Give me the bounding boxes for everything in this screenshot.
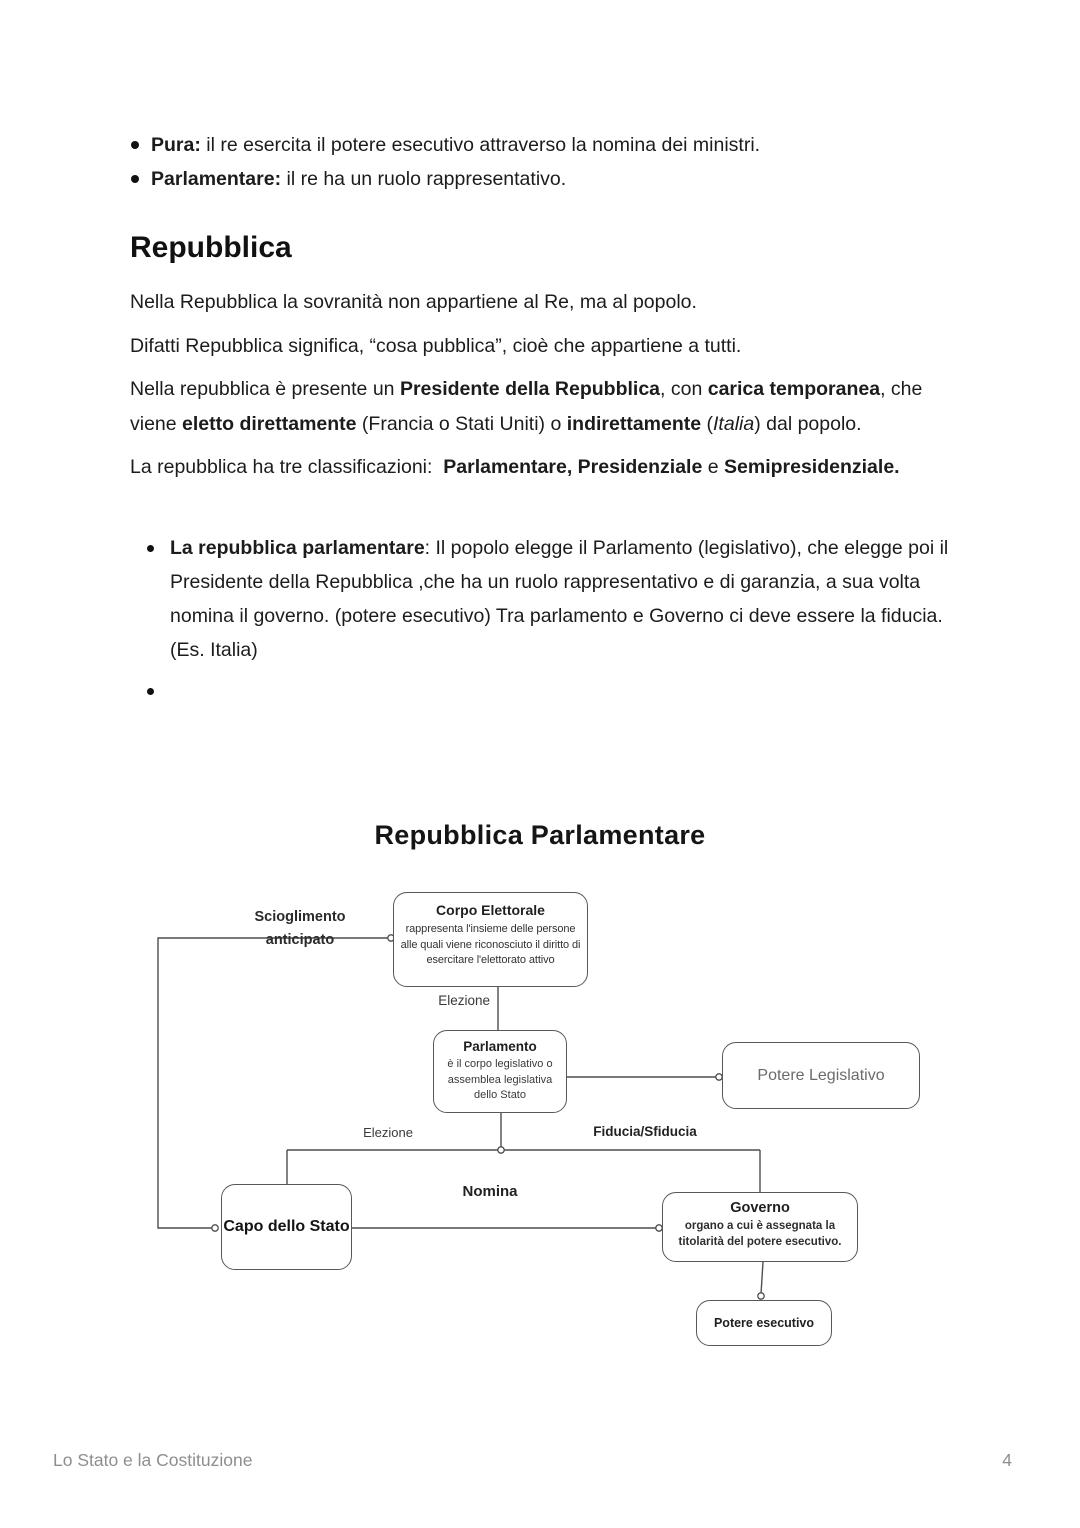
paragraph: Difatti Repubblica significa, “cosa pubb… <box>130 334 742 357</box>
bullet-icon <box>147 687 154 695</box>
node-title: Parlamento <box>463 1039 537 1054</box>
list-item: Pura: il re esercita il potere esecutivo… <box>130 128 954 162</box>
node-potere-legislativo: Potere Legislativo <box>722 1042 920 1109</box>
paragraph: Nella repubblica è presente un President… <box>130 378 928 435</box>
paragraph: La repubblica ha tre classificazioni: Pa… <box>130 456 900 478</box>
node-title: Capo dello Stato <box>223 1218 350 1235</box>
bullet-icon <box>131 141 139 149</box>
connector-dot-icon <box>757 1292 765 1300</box>
sub-bullet-list: La repubblica parlamentare: Il popolo el… <box>130 531 954 708</box>
diagram-title: Repubblica Parlamentare <box>374 820 706 850</box>
list-item <box>147 674 954 708</box>
paragraph: Nella Repubblica la sovranità non appart… <box>130 291 697 313</box>
node-title: Governo <box>730 1200 790 1216</box>
list-item: La repubblica parlamentare: Il popolo el… <box>147 531 954 667</box>
bullet-icon <box>147 544 154 552</box>
edge-potere-esecutivo-line <box>760 1261 764 1295</box>
connector-dot-icon <box>497 1146 505 1154</box>
edge-label-nomina: Nomina <box>462 1183 518 1200</box>
footer-document-title: Lo Stato e la Costituzione <box>53 1450 253 1470</box>
edge-label-elezione-top: Elezione <box>438 993 490 1008</box>
section-heading: Repubblica <box>130 231 292 264</box>
top-bullet-list: Pura: il re esercita il potere esecutivo… <box>130 128 954 196</box>
edge-label-fiducia-sfiducia: Fiducia/Sfiducia <box>593 1124 697 1139</box>
node-capo-dello-stato: Capo dello Stato <box>221 1184 352 1270</box>
node-title: Potere Legislativo <box>757 1066 885 1084</box>
flow-diagram: Corpo Elettorale rappresenta l'insieme d… <box>130 880 950 1380</box>
list-item: Parlamentare: il re ha un ruolo rapprese… <box>130 162 954 196</box>
node-corpo-elettorale: Corpo Elettorale rappresenta l'insieme d… <box>393 892 588 987</box>
connector-dot-icon <box>211 1224 219 1232</box>
edge-scioglimento-line <box>157 937 392 1229</box>
node-potere-esecutivo: Potere esecutivo <box>696 1300 832 1346</box>
node-title: Potere esecutivo <box>713 1316 815 1330</box>
list-item-text: La repubblica parlamentare: Il popolo el… <box>170 536 949 661</box>
footer-page-number: 4 <box>1002 1450 1012 1470</box>
list-item-text: Parlamentare: il re ha un ruolo rapprese… <box>151 168 567 190</box>
edge-label-elezione-bottom: Elezione <box>363 1125 413 1140</box>
node-title: Corpo Elettorale <box>436 902 545 918</box>
text-content: Pura: il re esercita il potere esecutivo… <box>130 128 954 715</box>
bullet-icon <box>131 175 139 183</box>
list-item-text: Pura: il re esercita il potere esecutivo… <box>151 134 761 156</box>
